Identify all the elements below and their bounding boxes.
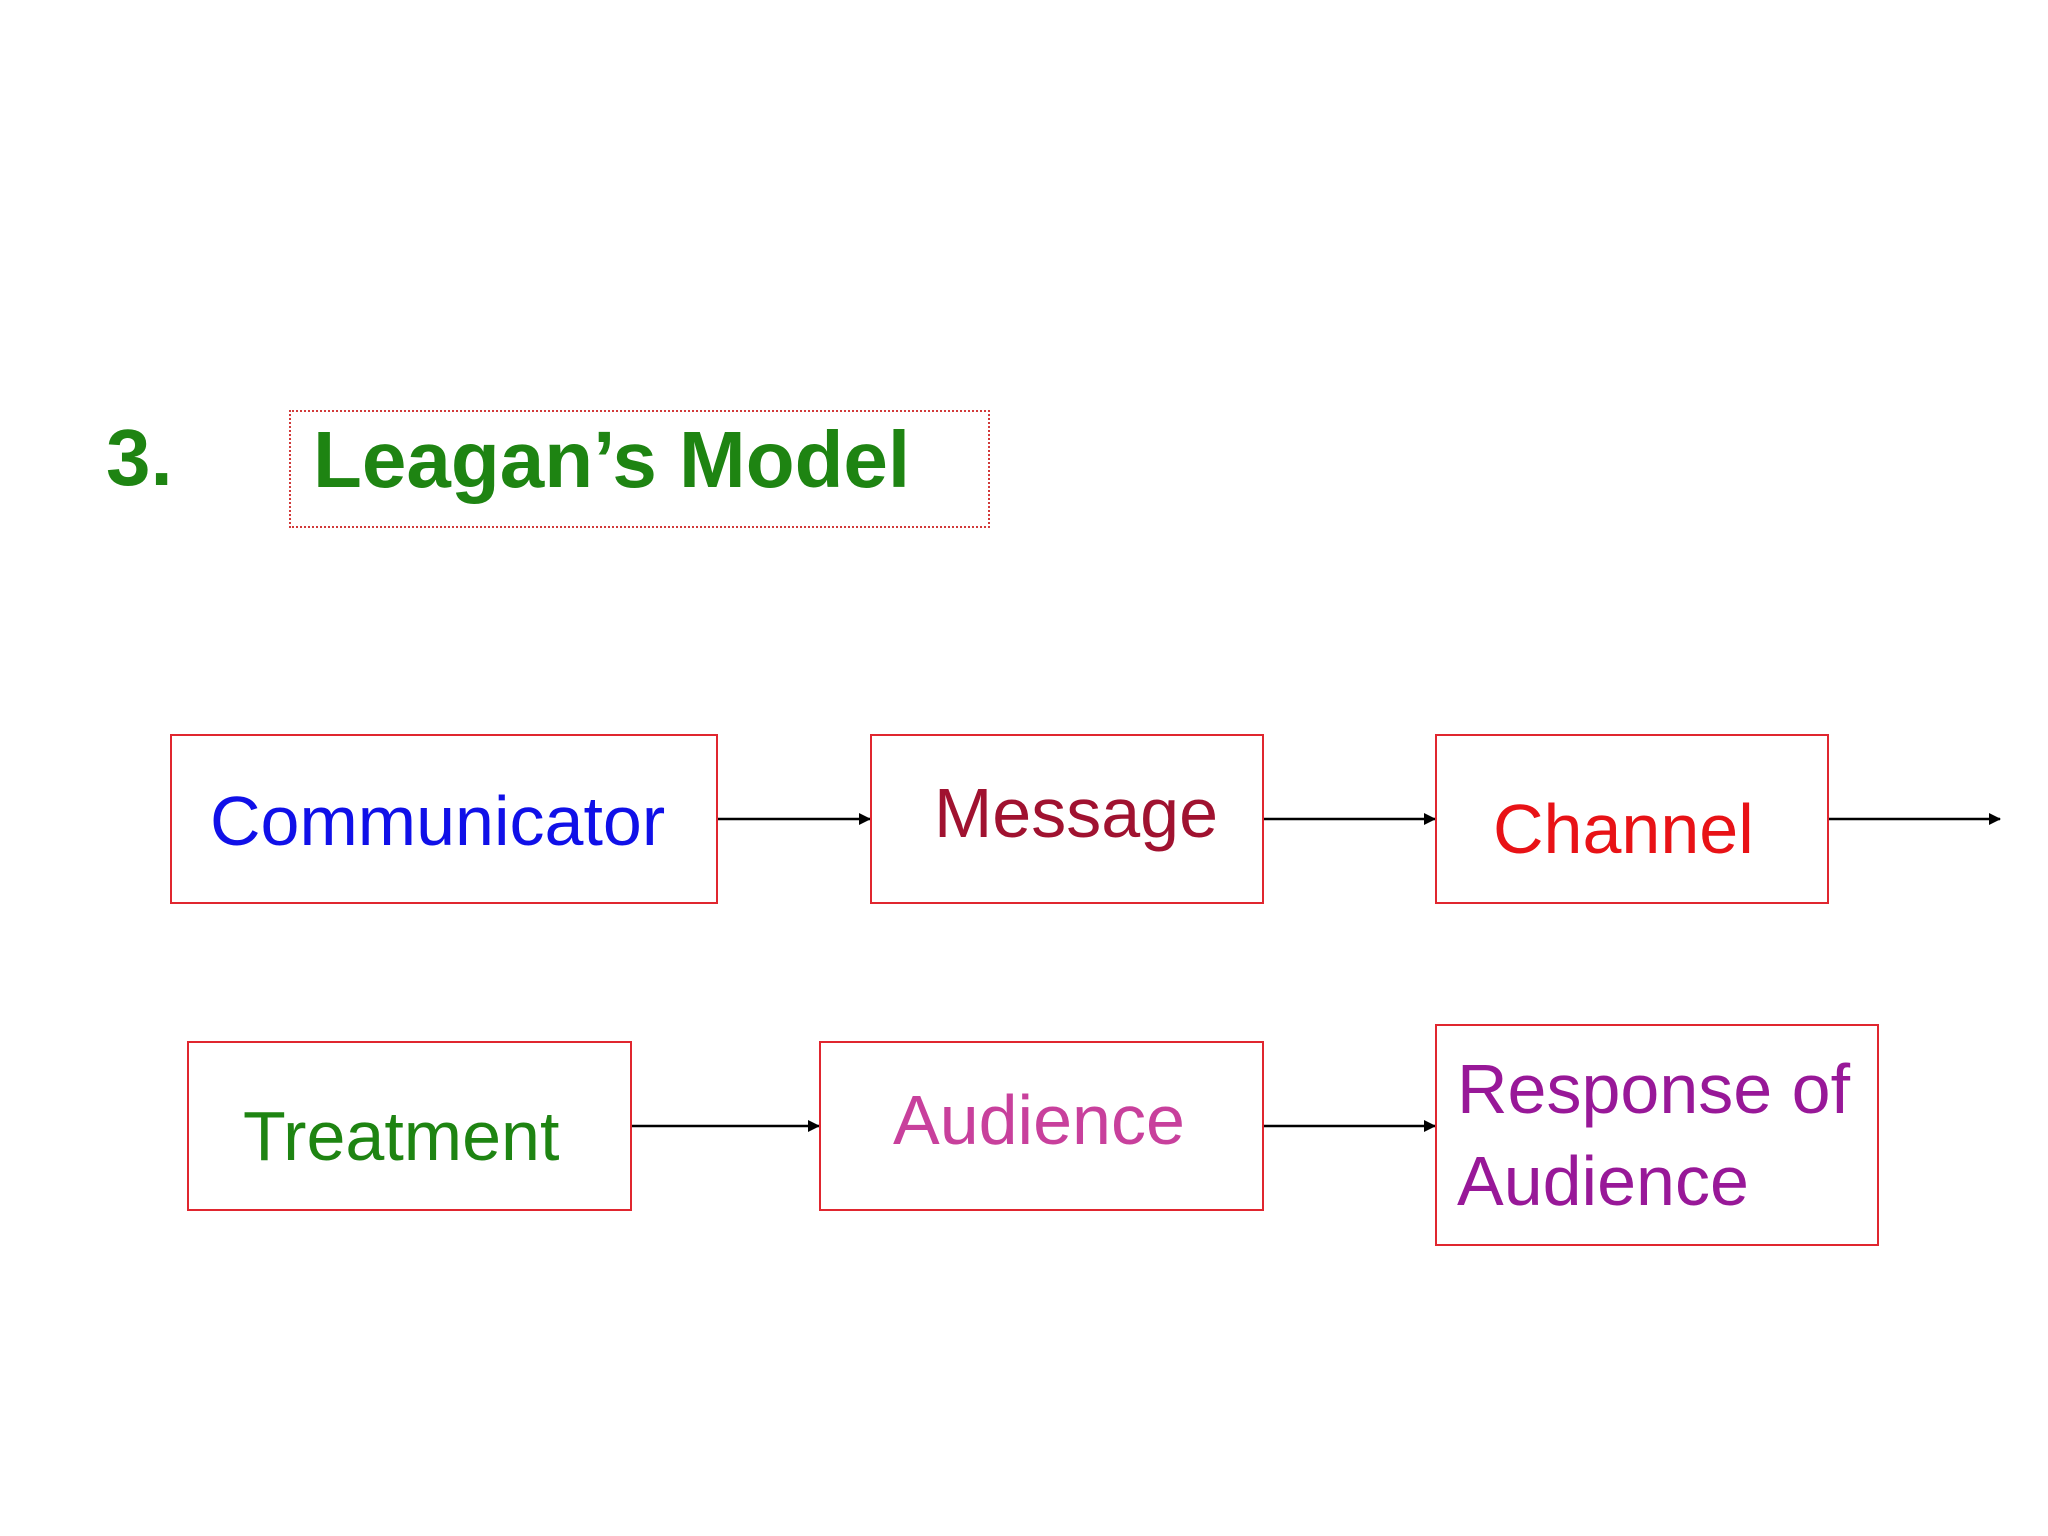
communicator-label: Communicator xyxy=(210,782,666,860)
audience-label: Audience xyxy=(893,1081,1185,1159)
slide-title: Leagan’s Model xyxy=(313,415,911,504)
title-box: Leagan’s Model xyxy=(289,410,990,528)
response-of-audience-box: Response of Audience xyxy=(1435,1024,1879,1246)
channel-box: Channel xyxy=(1435,734,1829,904)
treatment-label: Treatment xyxy=(243,1097,560,1175)
message-label: Message xyxy=(934,774,1219,852)
audience-box: Audience xyxy=(819,1041,1264,1211)
response-of-audience-label-line1: Response of xyxy=(1457,1050,1851,1128)
message-box: Message xyxy=(870,734,1264,904)
treatment-box: Treatment xyxy=(187,1041,632,1211)
channel-label: Channel xyxy=(1493,790,1754,868)
communicator-box: Communicator xyxy=(170,734,718,904)
response-of-audience-label-line2: Audience xyxy=(1457,1142,1749,1220)
slide-number: 3. xyxy=(106,413,173,502)
